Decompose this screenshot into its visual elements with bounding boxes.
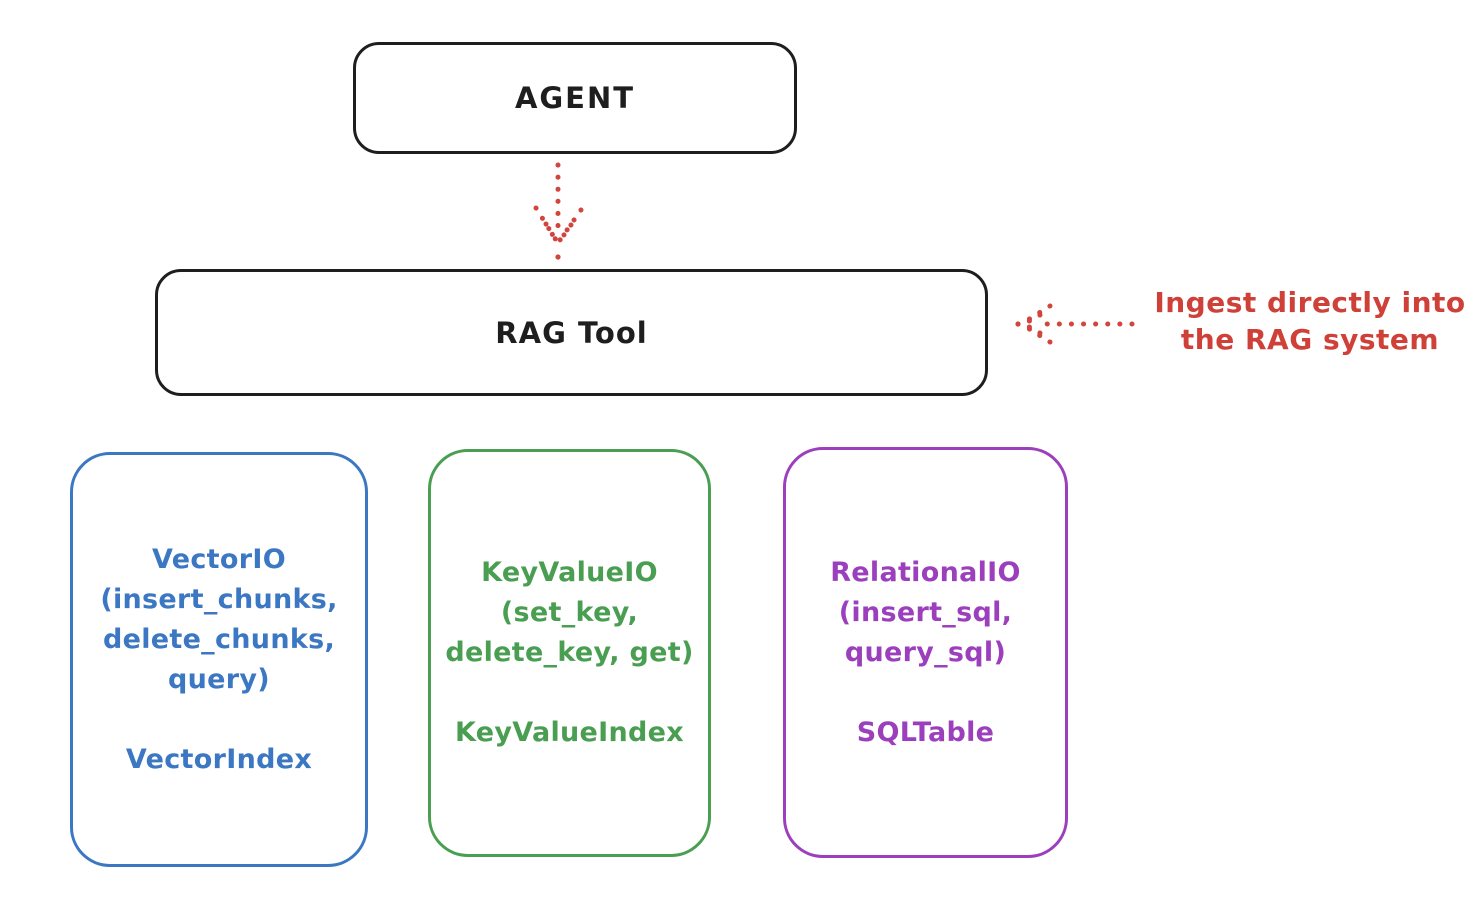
keyvalue-io-box: KeyValueIO (set_key, delete_key, get) Ke… — [428, 449, 711, 857]
relational-io-methods-line1: (insert_sql, — [838, 596, 1013, 628]
agent-box: AGENT — [353, 42, 797, 154]
vector-io-methods-line3: query) — [168, 663, 270, 695]
vector-io-methods-line1: (insert_chunks, — [100, 583, 338, 615]
vector-index-label: VectorIndex — [125, 743, 313, 775]
ingest-annotation-line1: Ingest directly into — [1154, 286, 1466, 319]
vector-io-box: VectorIO (insert_chunks, delete_chunks, … — [70, 452, 368, 867]
dotted-arrow-down-icon — [533, 162, 584, 260]
ingest-annotation: Ingest directly into the RAG system — [1136, 284, 1484, 358]
keyvalue-io-methods-line1: (set_key, — [500, 597, 639, 628]
relational-io-methods-line2: query_sql) — [844, 636, 1007, 668]
ingest-annotation-line2: the RAG system — [1180, 323, 1440, 356]
keyvalue-io-title: KeyValueIO — [481, 557, 658, 588]
relational-io-box: RelationalIO (insert_sql, query_sql) SQL… — [783, 447, 1068, 858]
relational-io-title: RelationalIO — [830, 556, 1021, 588]
agent-box-label: AGENT — [514, 81, 636, 115]
dotted-arrow-left-icon — [1015, 303, 1135, 345]
sql-table-label: SQLTable — [856, 716, 995, 748]
rag-tool-box: RAG Tool — [155, 269, 988, 396]
keyvalue-index-label: KeyValueIndex — [454, 717, 684, 748]
vector-io-title: VectorIO — [152, 543, 286, 575]
rag-tool-box-label: RAG Tool — [495, 315, 648, 350]
vector-io-methods-line2: delete_chunks, — [102, 623, 336, 655]
keyvalue-io-methods-line2: delete_key, get) — [445, 637, 694, 668]
